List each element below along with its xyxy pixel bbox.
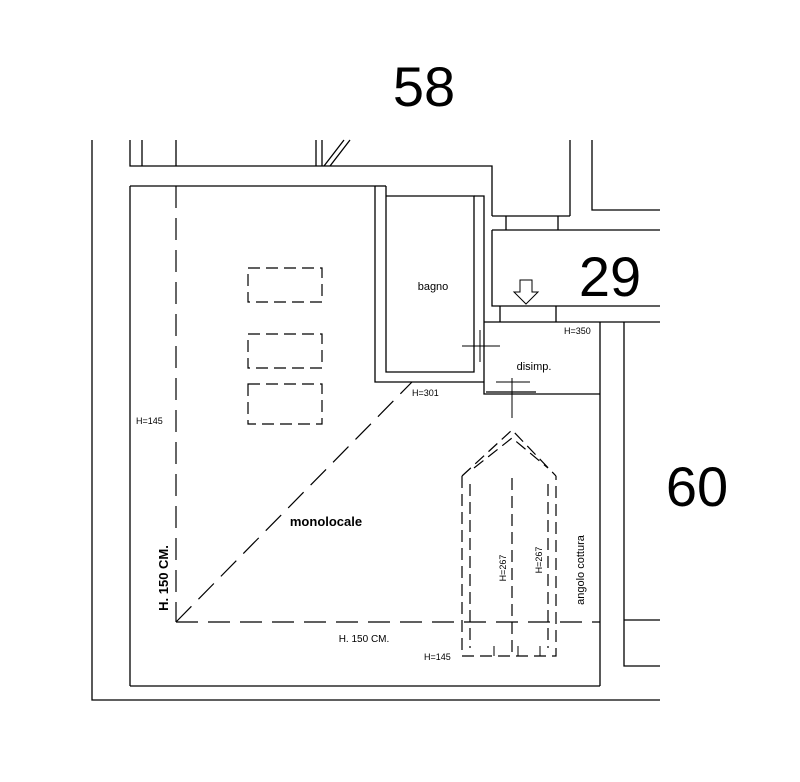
room-label-bagno: bagno	[418, 281, 449, 293]
room-label-disimpegno: disimp.	[517, 361, 552, 373]
room-label-monolocale: monolocale	[290, 514, 362, 529]
entry-arrow-icon	[512, 279, 540, 305]
outer-walls	[91, 139, 660, 701]
kitchen-unit	[461, 429, 557, 657]
height-bottom-wall: H=145	[424, 652, 451, 662]
unit-number-58: 58	[393, 55, 455, 118]
room-label-angolo-cottura: angolo cottura	[575, 534, 587, 605]
height-kitchen-left: H=267	[498, 555, 508, 582]
height-kitchen-right: H=267	[534, 547, 544, 574]
unit-number-29: 29	[579, 245, 641, 308]
slope-lines	[175, 186, 600, 623]
height-disimp-corner: H=350	[564, 326, 591, 336]
height-bath-corner: H=301	[412, 388, 439, 398]
slope-height-vertical: H. 150 CM.	[156, 545, 171, 611]
slope-height-horizontal: H. 150 CM.	[339, 634, 390, 645]
height-left-wall: H=145	[136, 416, 163, 426]
disimpegno-walls	[483, 306, 600, 418]
bathroom-walls	[374, 185, 500, 383]
unit-number-60: 60	[666, 455, 728, 518]
skylights	[247, 267, 323, 425]
